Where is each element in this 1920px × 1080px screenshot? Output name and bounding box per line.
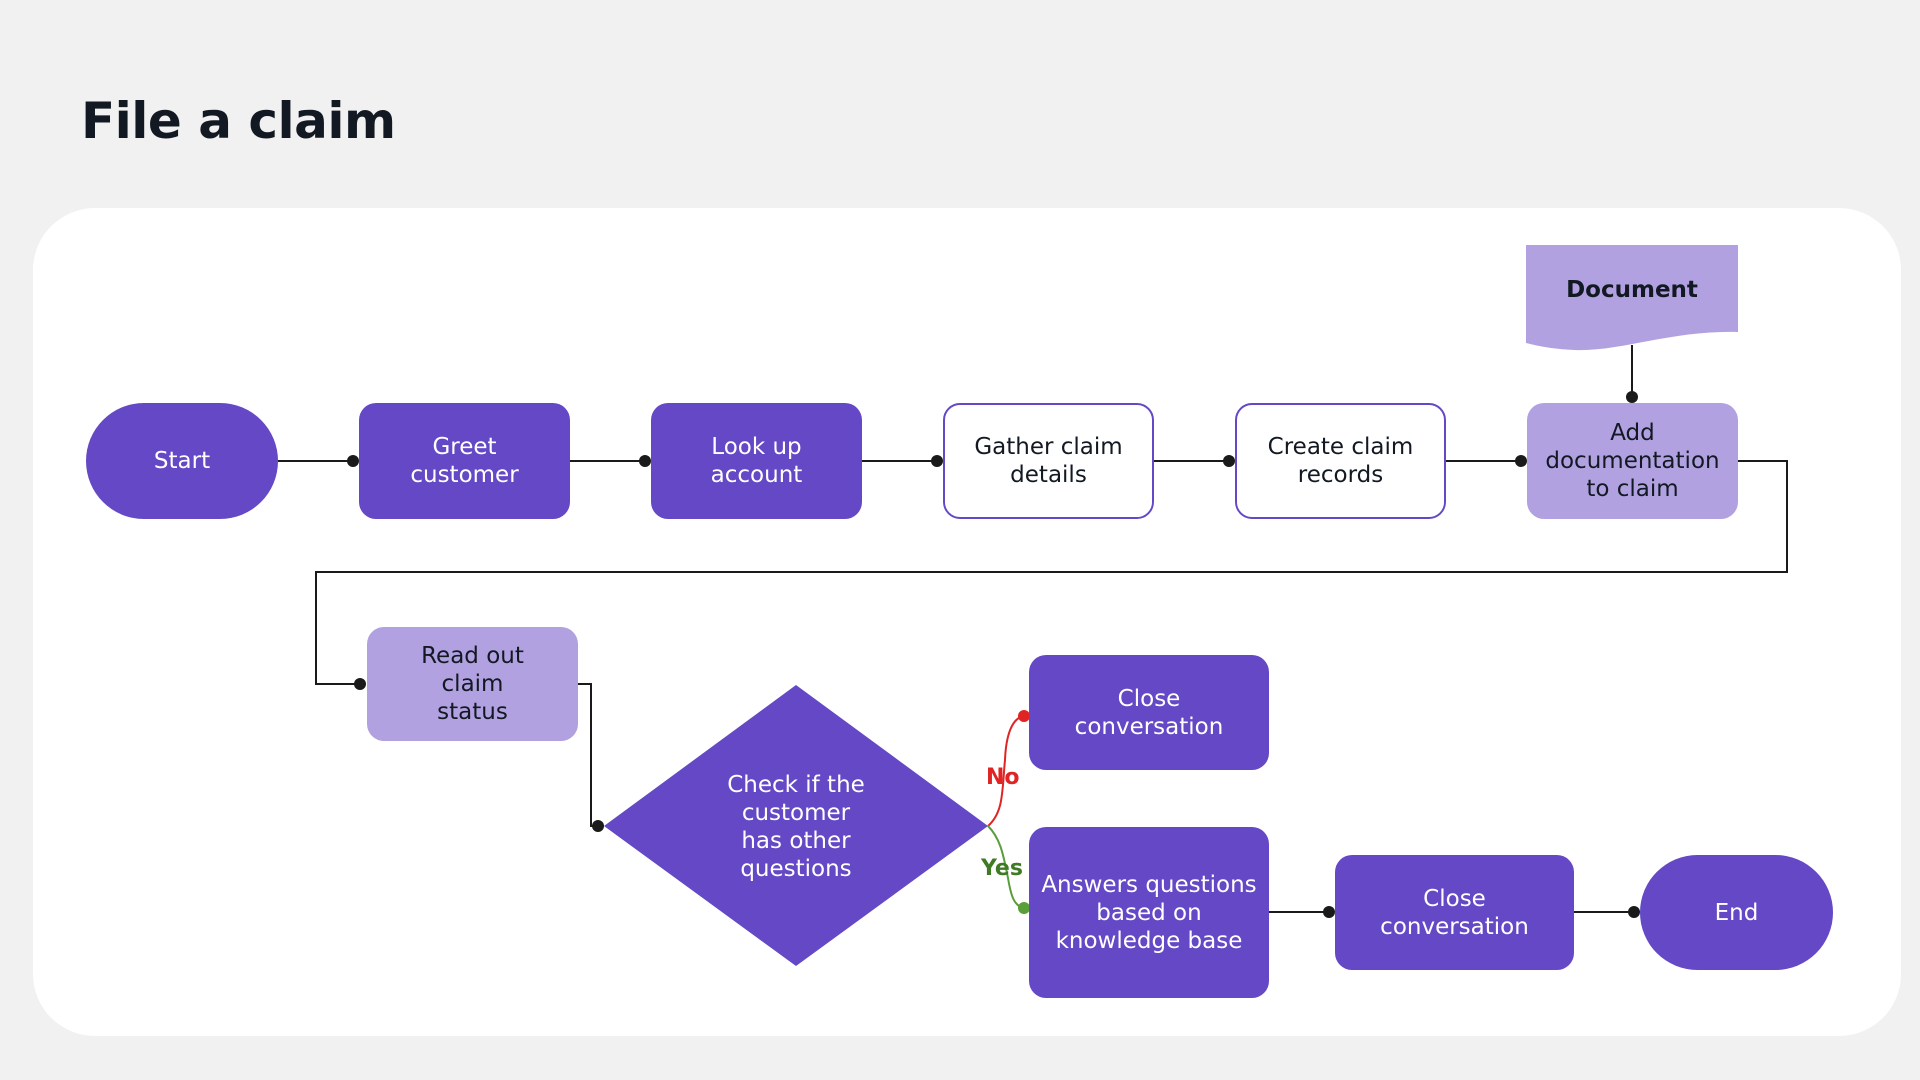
connector-no [987, 715, 1025, 827]
node-read-out-claim-status[interactable]: Read out claim status [367, 627, 578, 741]
document-label: Document [1566, 277, 1698, 303]
node-look-up-account[interactable]: Look up account [651, 403, 862, 519]
connector-read-check [578, 683, 598, 827]
decision-diamond [604, 685, 988, 966]
node-greet-customer[interactable]: Greet customer [359, 403, 570, 519]
connector-dot [931, 455, 943, 467]
node-answers-questions[interactable]: Answers questions based on knowledge bas… [1029, 827, 1269, 998]
node-check-questions[interactable]: Check if the customer has other question… [727, 772, 865, 882]
document-shape [1526, 245, 1738, 351]
connector-dot [1223, 455, 1235, 467]
connector-dot-yes [1018, 902, 1030, 914]
node-add-documentation[interactable]: Add documentation to claim [1527, 403, 1738, 519]
connector-yes [987, 825, 1025, 909]
connector-dot [1626, 391, 1638, 403]
node-close-conversation-no[interactable]: Close conversation [1029, 655, 1269, 770]
node-close-conversation-yes[interactable]: Close conversation [1335, 855, 1574, 970]
connector-dot [354, 678, 366, 690]
node-end[interactable]: End [1640, 855, 1833, 970]
connector-dot [1515, 455, 1527, 467]
node-gather-claim-details[interactable]: Gather claim details [943, 403, 1154, 519]
connector-dot [1323, 906, 1335, 918]
connector-dot [347, 455, 359, 467]
page-title: File a claim [81, 92, 396, 150]
connector-dot [1628, 906, 1640, 918]
node-create-claim-records[interactable]: Create claim records [1235, 403, 1446, 519]
node-start[interactable]: Start [86, 403, 278, 519]
connector-dot [639, 455, 651, 467]
connector-dot [592, 820, 604, 832]
connector-add-read [315, 460, 1788, 685]
branch-label-no: No [986, 765, 1020, 790]
connector-dot-no [1018, 710, 1030, 722]
branch-label-yes: Yes [981, 856, 1023, 881]
